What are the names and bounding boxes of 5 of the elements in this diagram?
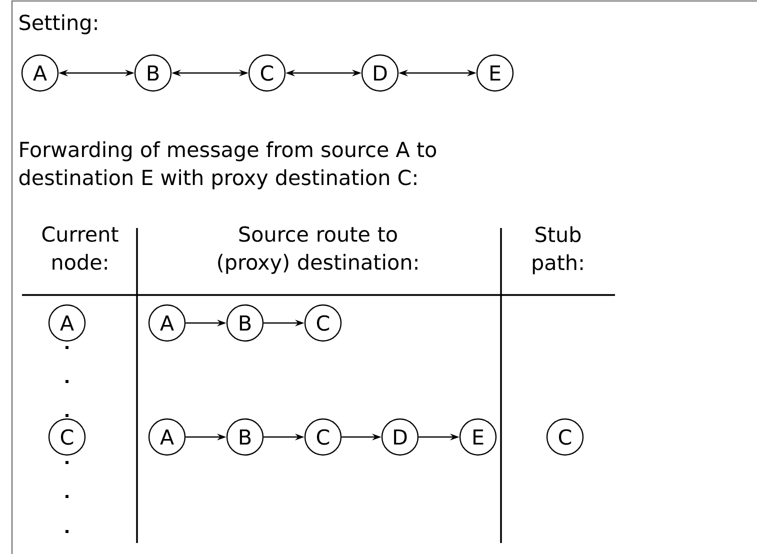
column-header: Current node: [42, 226, 118, 270]
description: Forwarding of message from source A to destination E with proxy destination C: [19, 141, 436, 190]
heading: Setting: [20, 14, 97, 34]
column-header: Source route to (proxy) destination: [218, 226, 418, 274]
column-header: Stub path: [532, 226, 583, 274]
